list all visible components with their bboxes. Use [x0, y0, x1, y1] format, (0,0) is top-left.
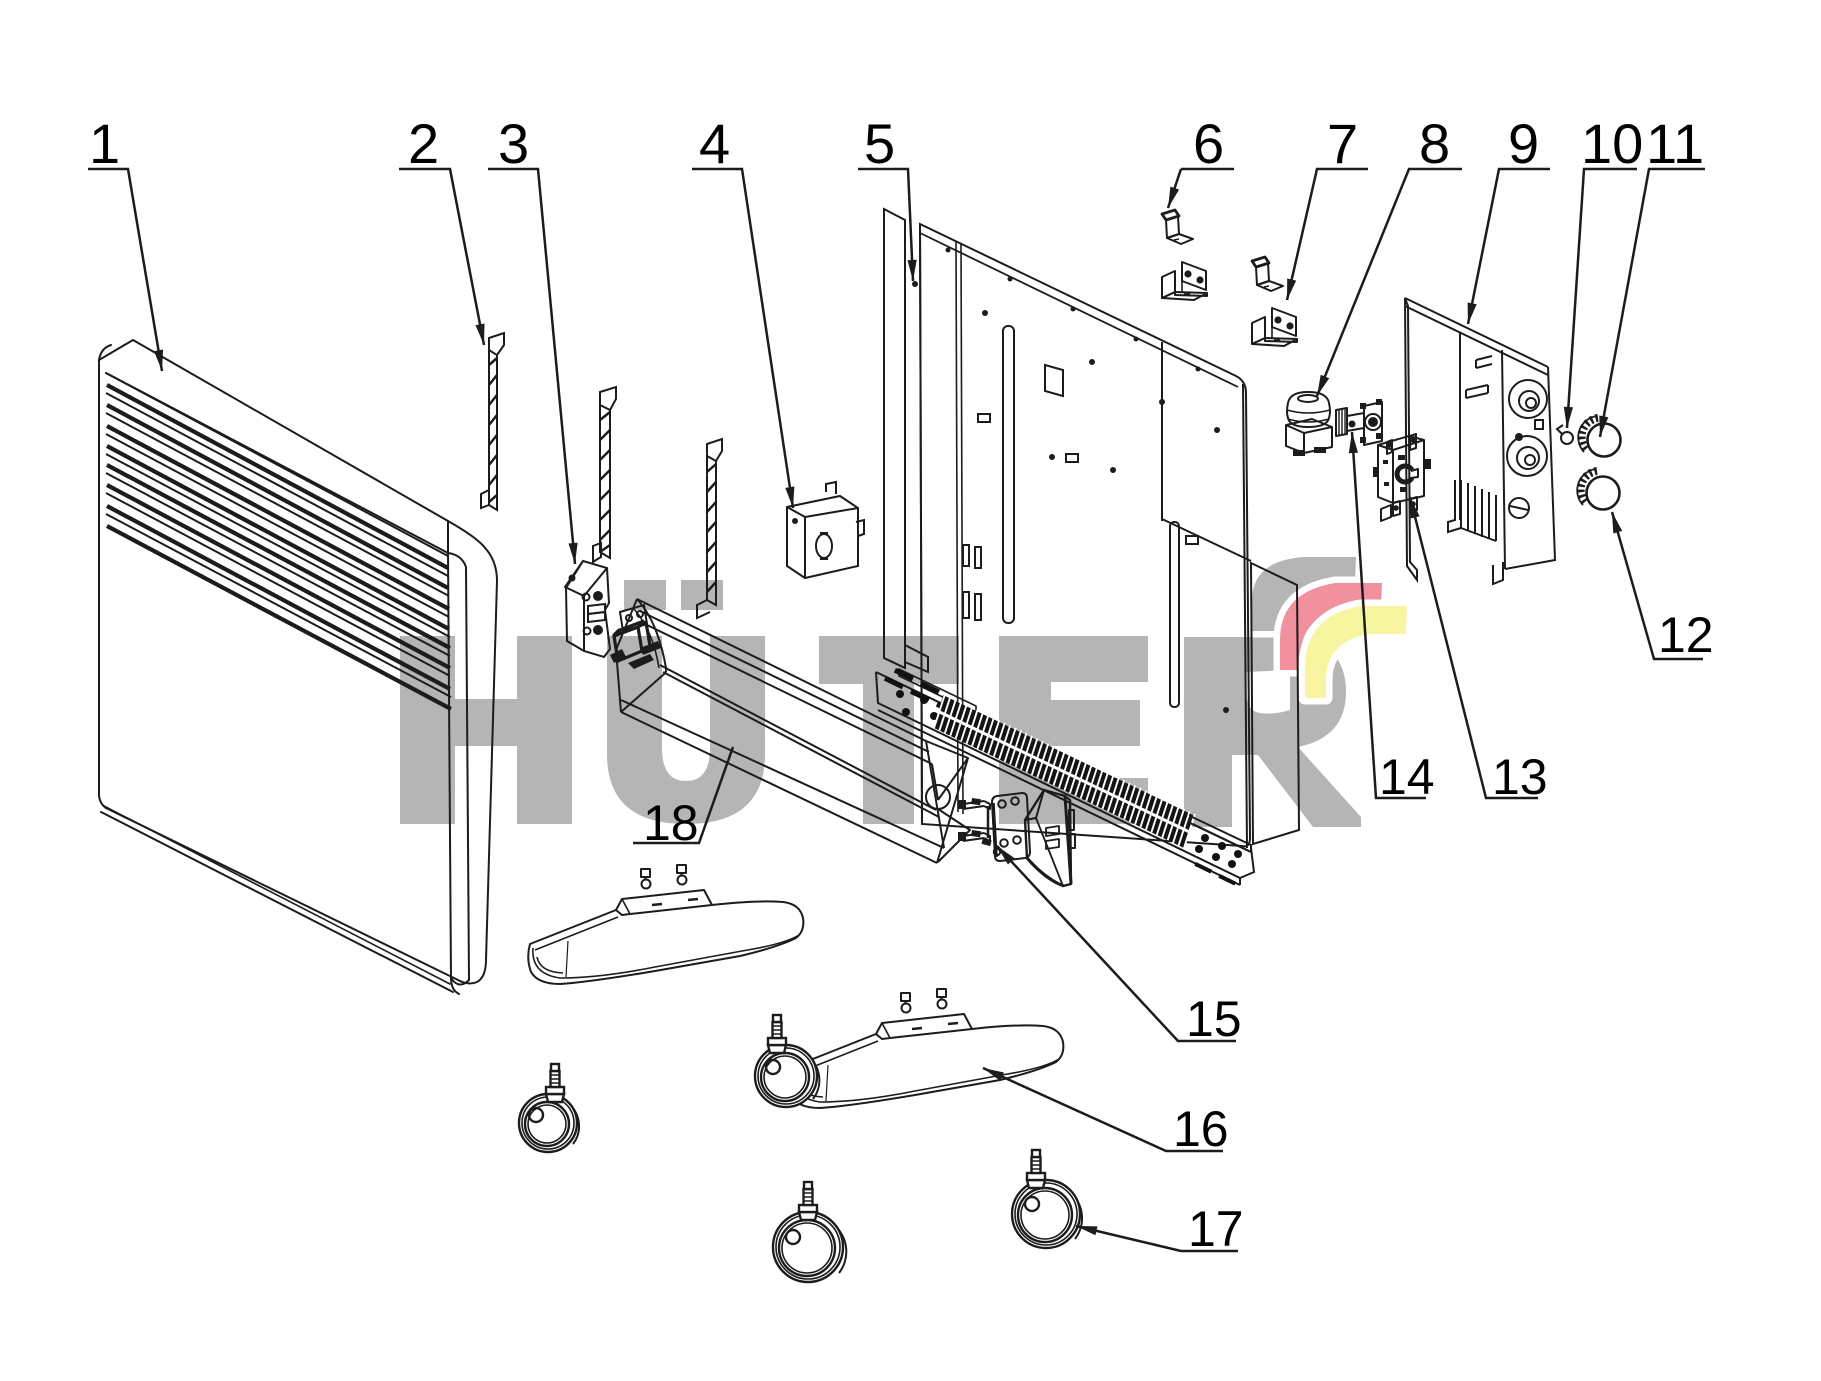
svg-text:17: 17: [1188, 1201, 1244, 1257]
svg-text:6: 6: [1193, 112, 1224, 175]
svg-text:13: 13: [1492, 749, 1548, 805]
svg-text:15: 15: [1186, 991, 1242, 1047]
svg-text:3: 3: [498, 112, 529, 175]
svg-text:4: 4: [699, 112, 730, 175]
svg-text:2: 2: [408, 112, 439, 175]
svg-text:14: 14: [1379, 749, 1435, 805]
svg-text:9: 9: [1508, 112, 1539, 175]
svg-text:11: 11: [1646, 112, 1704, 175]
svg-text:16: 16: [1173, 1101, 1229, 1157]
svg-text:12: 12: [1658, 607, 1714, 663]
svg-text:8: 8: [1419, 112, 1450, 175]
svg-text:18: 18: [643, 795, 699, 851]
svg-text:1: 1: [89, 112, 120, 175]
svg-text:10: 10: [1581, 112, 1643, 175]
svg-text:5: 5: [864, 112, 895, 175]
svg-text:7: 7: [1327, 112, 1358, 175]
